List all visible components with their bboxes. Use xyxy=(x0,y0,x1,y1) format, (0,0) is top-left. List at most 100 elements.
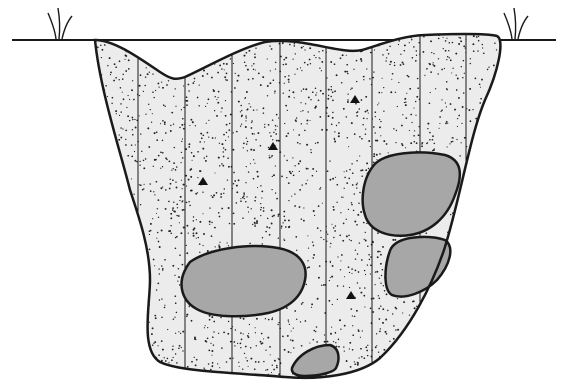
stipple-dot xyxy=(332,304,333,305)
stipple-dot xyxy=(380,254,382,256)
stipple-dot xyxy=(301,70,302,71)
stipple-dot xyxy=(479,228,481,230)
stipple-dot xyxy=(394,239,396,241)
stipple-dot xyxy=(95,273,97,275)
stipple-dot xyxy=(370,52,372,54)
stipple-dot xyxy=(196,238,197,239)
stipple-dot xyxy=(273,174,275,176)
stipple-dot xyxy=(221,107,223,109)
stipple-dot xyxy=(315,106,317,108)
stipple-dot xyxy=(338,132,340,134)
stipple-dot xyxy=(248,366,249,367)
stipple-dot xyxy=(456,75,457,76)
stipple-dot xyxy=(118,238,120,240)
stipple-dot xyxy=(400,54,401,55)
stipple-dot xyxy=(269,234,271,236)
stipple-dot xyxy=(123,288,124,289)
stipple-dot xyxy=(229,123,230,124)
stipple-dot xyxy=(110,74,111,75)
stipple-dot xyxy=(450,350,451,351)
stipple-dot xyxy=(349,287,350,288)
stipple-dot xyxy=(179,284,180,285)
stipple-dot xyxy=(140,184,142,186)
stipple-dot xyxy=(382,269,383,270)
stipple-dot xyxy=(498,346,500,348)
stipple-dot xyxy=(104,152,106,154)
stipple-dot xyxy=(251,208,252,209)
stipple-dot xyxy=(176,187,178,189)
stipple-dot xyxy=(439,359,441,361)
stipple-dot xyxy=(289,171,291,173)
stipple-dot xyxy=(378,103,379,104)
stipple-dot xyxy=(380,283,381,284)
stipple-dot xyxy=(203,368,204,369)
stipple-dot xyxy=(446,81,448,83)
stipple-dot xyxy=(124,59,125,60)
stipple-dot xyxy=(299,143,300,144)
stipple-dot xyxy=(288,321,289,322)
stipple-dot xyxy=(405,102,406,103)
stipple-dot xyxy=(383,87,384,88)
stipple-dot xyxy=(208,136,209,137)
stipple-dot xyxy=(218,375,219,376)
stipple-dot xyxy=(370,308,372,310)
stipple-dot xyxy=(503,299,504,300)
stipple-dot xyxy=(115,297,117,299)
stipple-dot xyxy=(122,256,123,257)
stipple-dot xyxy=(222,151,223,152)
stipple-dot xyxy=(144,331,145,332)
stipple-dot xyxy=(354,316,356,318)
stipple-dot xyxy=(278,359,279,360)
stipple-dot xyxy=(301,303,303,305)
stipple-dot xyxy=(316,326,318,328)
stipple-dot xyxy=(100,372,102,374)
stipple-dot xyxy=(230,328,231,329)
stipple-dot xyxy=(504,217,505,218)
stipple-dot xyxy=(496,91,497,92)
stipple-dot xyxy=(479,132,481,134)
stipple-dot xyxy=(379,318,381,320)
stipple-dot xyxy=(335,342,336,343)
stipple-dot xyxy=(398,82,399,83)
stipple-dot xyxy=(458,215,460,217)
stipple-dot xyxy=(365,169,367,171)
stipple-dot xyxy=(392,239,394,241)
stipple-dot xyxy=(322,50,324,52)
stipple-dot xyxy=(417,321,419,323)
stipple-dot xyxy=(199,221,201,223)
stipple-dot xyxy=(140,285,142,287)
stipple-dot xyxy=(119,79,120,80)
stipple-dot xyxy=(228,207,230,209)
stipple-dot xyxy=(246,166,247,167)
stipple-dot xyxy=(423,380,425,382)
stipple-dot xyxy=(193,233,195,235)
stipple-dot xyxy=(295,121,297,123)
stipple-dot xyxy=(503,205,504,206)
stipple-dot xyxy=(429,348,431,350)
stipple-dot xyxy=(93,263,94,264)
stipple-dot xyxy=(292,340,294,342)
stipple-dot xyxy=(183,85,184,86)
stipple-dot xyxy=(125,144,126,145)
stipple-dot xyxy=(296,117,297,118)
stipple-dot xyxy=(274,360,276,362)
stipple-dot xyxy=(92,328,93,329)
stipple-dot xyxy=(115,359,116,360)
stipple-dot xyxy=(329,280,330,281)
stipple-dot xyxy=(482,44,484,46)
stipple-dot xyxy=(133,275,135,277)
stipple-dot xyxy=(477,50,479,52)
stipple-dot xyxy=(115,320,116,321)
stipple-dot xyxy=(300,321,301,322)
stipple-dot xyxy=(475,174,477,176)
stipple-dot xyxy=(441,69,443,71)
stipple-dot xyxy=(115,257,117,259)
stipple-dot xyxy=(446,274,447,275)
stipple-dot xyxy=(170,213,172,215)
stipple-dot xyxy=(309,47,311,49)
stipple-dot xyxy=(391,79,392,80)
stipple-dot xyxy=(164,123,166,125)
stipple-dot xyxy=(208,120,209,121)
stipple-dot xyxy=(346,55,347,56)
stipple-dot xyxy=(146,42,148,44)
